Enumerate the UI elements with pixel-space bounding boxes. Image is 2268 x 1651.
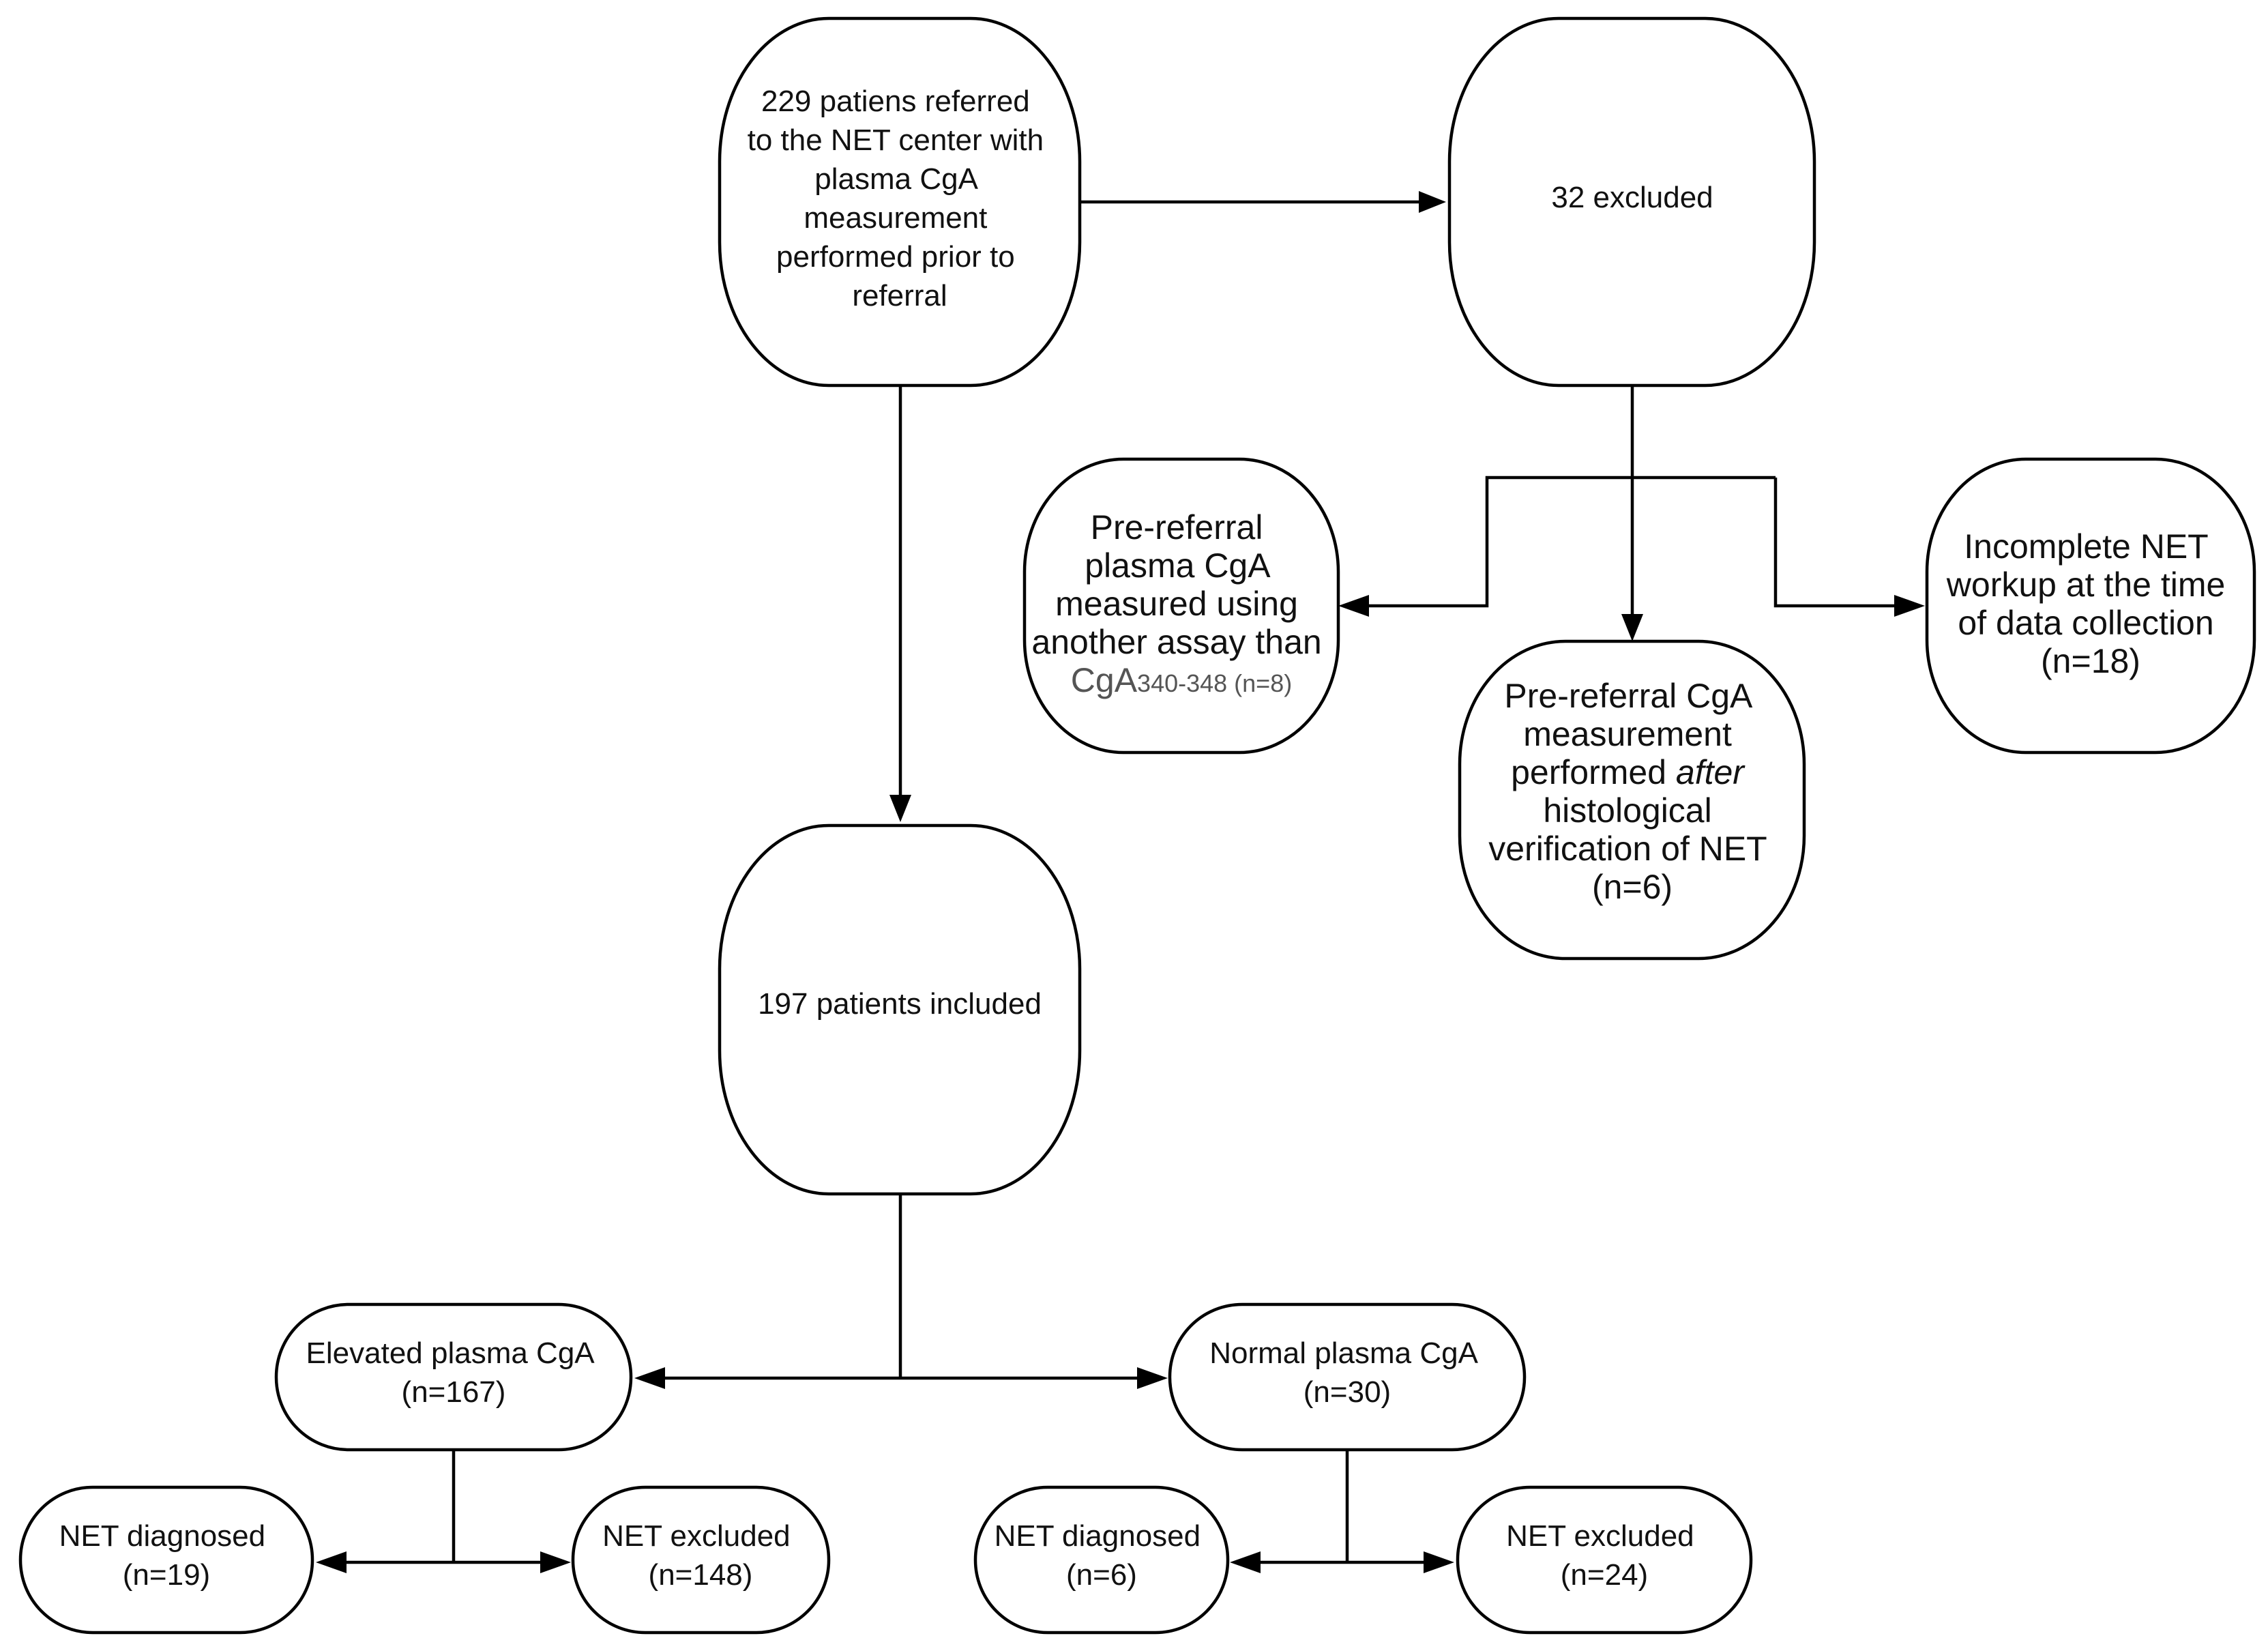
node-text: NET diagnosed (n=6) <box>995 1519 1209 1592</box>
node-text: Elevated plasma CgA (n=167) <box>306 1336 602 1409</box>
node-text: 197 patients included <box>758 987 1042 1021</box>
node-referred: 229 patiens referred to the NET center w… <box>718 16 1082 388</box>
node-normal: Normal plasma CgA (n=30) <box>1168 1302 1527 1452</box>
node-text: Normal plasma CgA (n=30) <box>1209 1336 1485 1409</box>
arrowhead <box>540 1551 571 1573</box>
arrowhead <box>634 1367 665 1389</box>
arrowhead <box>889 795 911 822</box>
node-text: 32 excluded <box>1551 181 1713 214</box>
node-excluded-total: 32 excluded <box>1447 16 1816 388</box>
node-text: Pre-referral CgA measurement performed a… <box>1488 677 1776 906</box>
node-excluded-assay: Pre-referral plasma CgA measured using a… <box>1022 457 1340 755</box>
arrowhead <box>1419 191 1446 213</box>
node-text: NET excluded (n=24) <box>1506 1519 1703 1592</box>
edge-excluded-to-incomplete <box>1773 478 1895 608</box>
arrowhead <box>1137 1367 1168 1389</box>
node-text: NET diagnosed (n=19) <box>59 1519 274 1592</box>
arrowhead <box>1230 1551 1261 1573</box>
arrowhead <box>316 1551 347 1573</box>
arrowhead <box>1424 1551 1454 1573</box>
node-excluded-incomplete: Incomplete NET workup at the time of dat… <box>1925 457 2256 755</box>
node-elevated-diagnosed: NET diagnosed (n=19) <box>18 1485 314 1635</box>
arrowhead <box>1338 595 1369 617</box>
node-included: 197 patients included <box>718 823 1082 1196</box>
node-normal-diagnosed: NET diagnosed (n=6) <box>973 1485 1230 1635</box>
arrowhead <box>1894 595 1925 617</box>
edge-excluded-to-assay <box>1368 476 1776 608</box>
node-text: NET excluded (n=148) <box>602 1519 799 1592</box>
node-text: Incomplete NET workup at the time of dat… <box>1946 527 2235 680</box>
edges <box>316 191 1925 1573</box>
node-text: Pre-referral plasma CgA measured using a… <box>1031 508 1331 699</box>
node-text: 229 patiens referred to the NET center w… <box>748 85 1052 312</box>
node-elevated-excluded: NET excluded (n=148) <box>571 1485 831 1635</box>
node-excluded-after: Pre-referral CgA measurement performed a… <box>1458 639 1806 961</box>
node-elevated: Elevated plasma CgA (n=167) <box>274 1302 633 1452</box>
node-normal-excluded: NET excluded (n=24) <box>1456 1485 1753 1635</box>
arrowhead <box>1621 614 1643 641</box>
